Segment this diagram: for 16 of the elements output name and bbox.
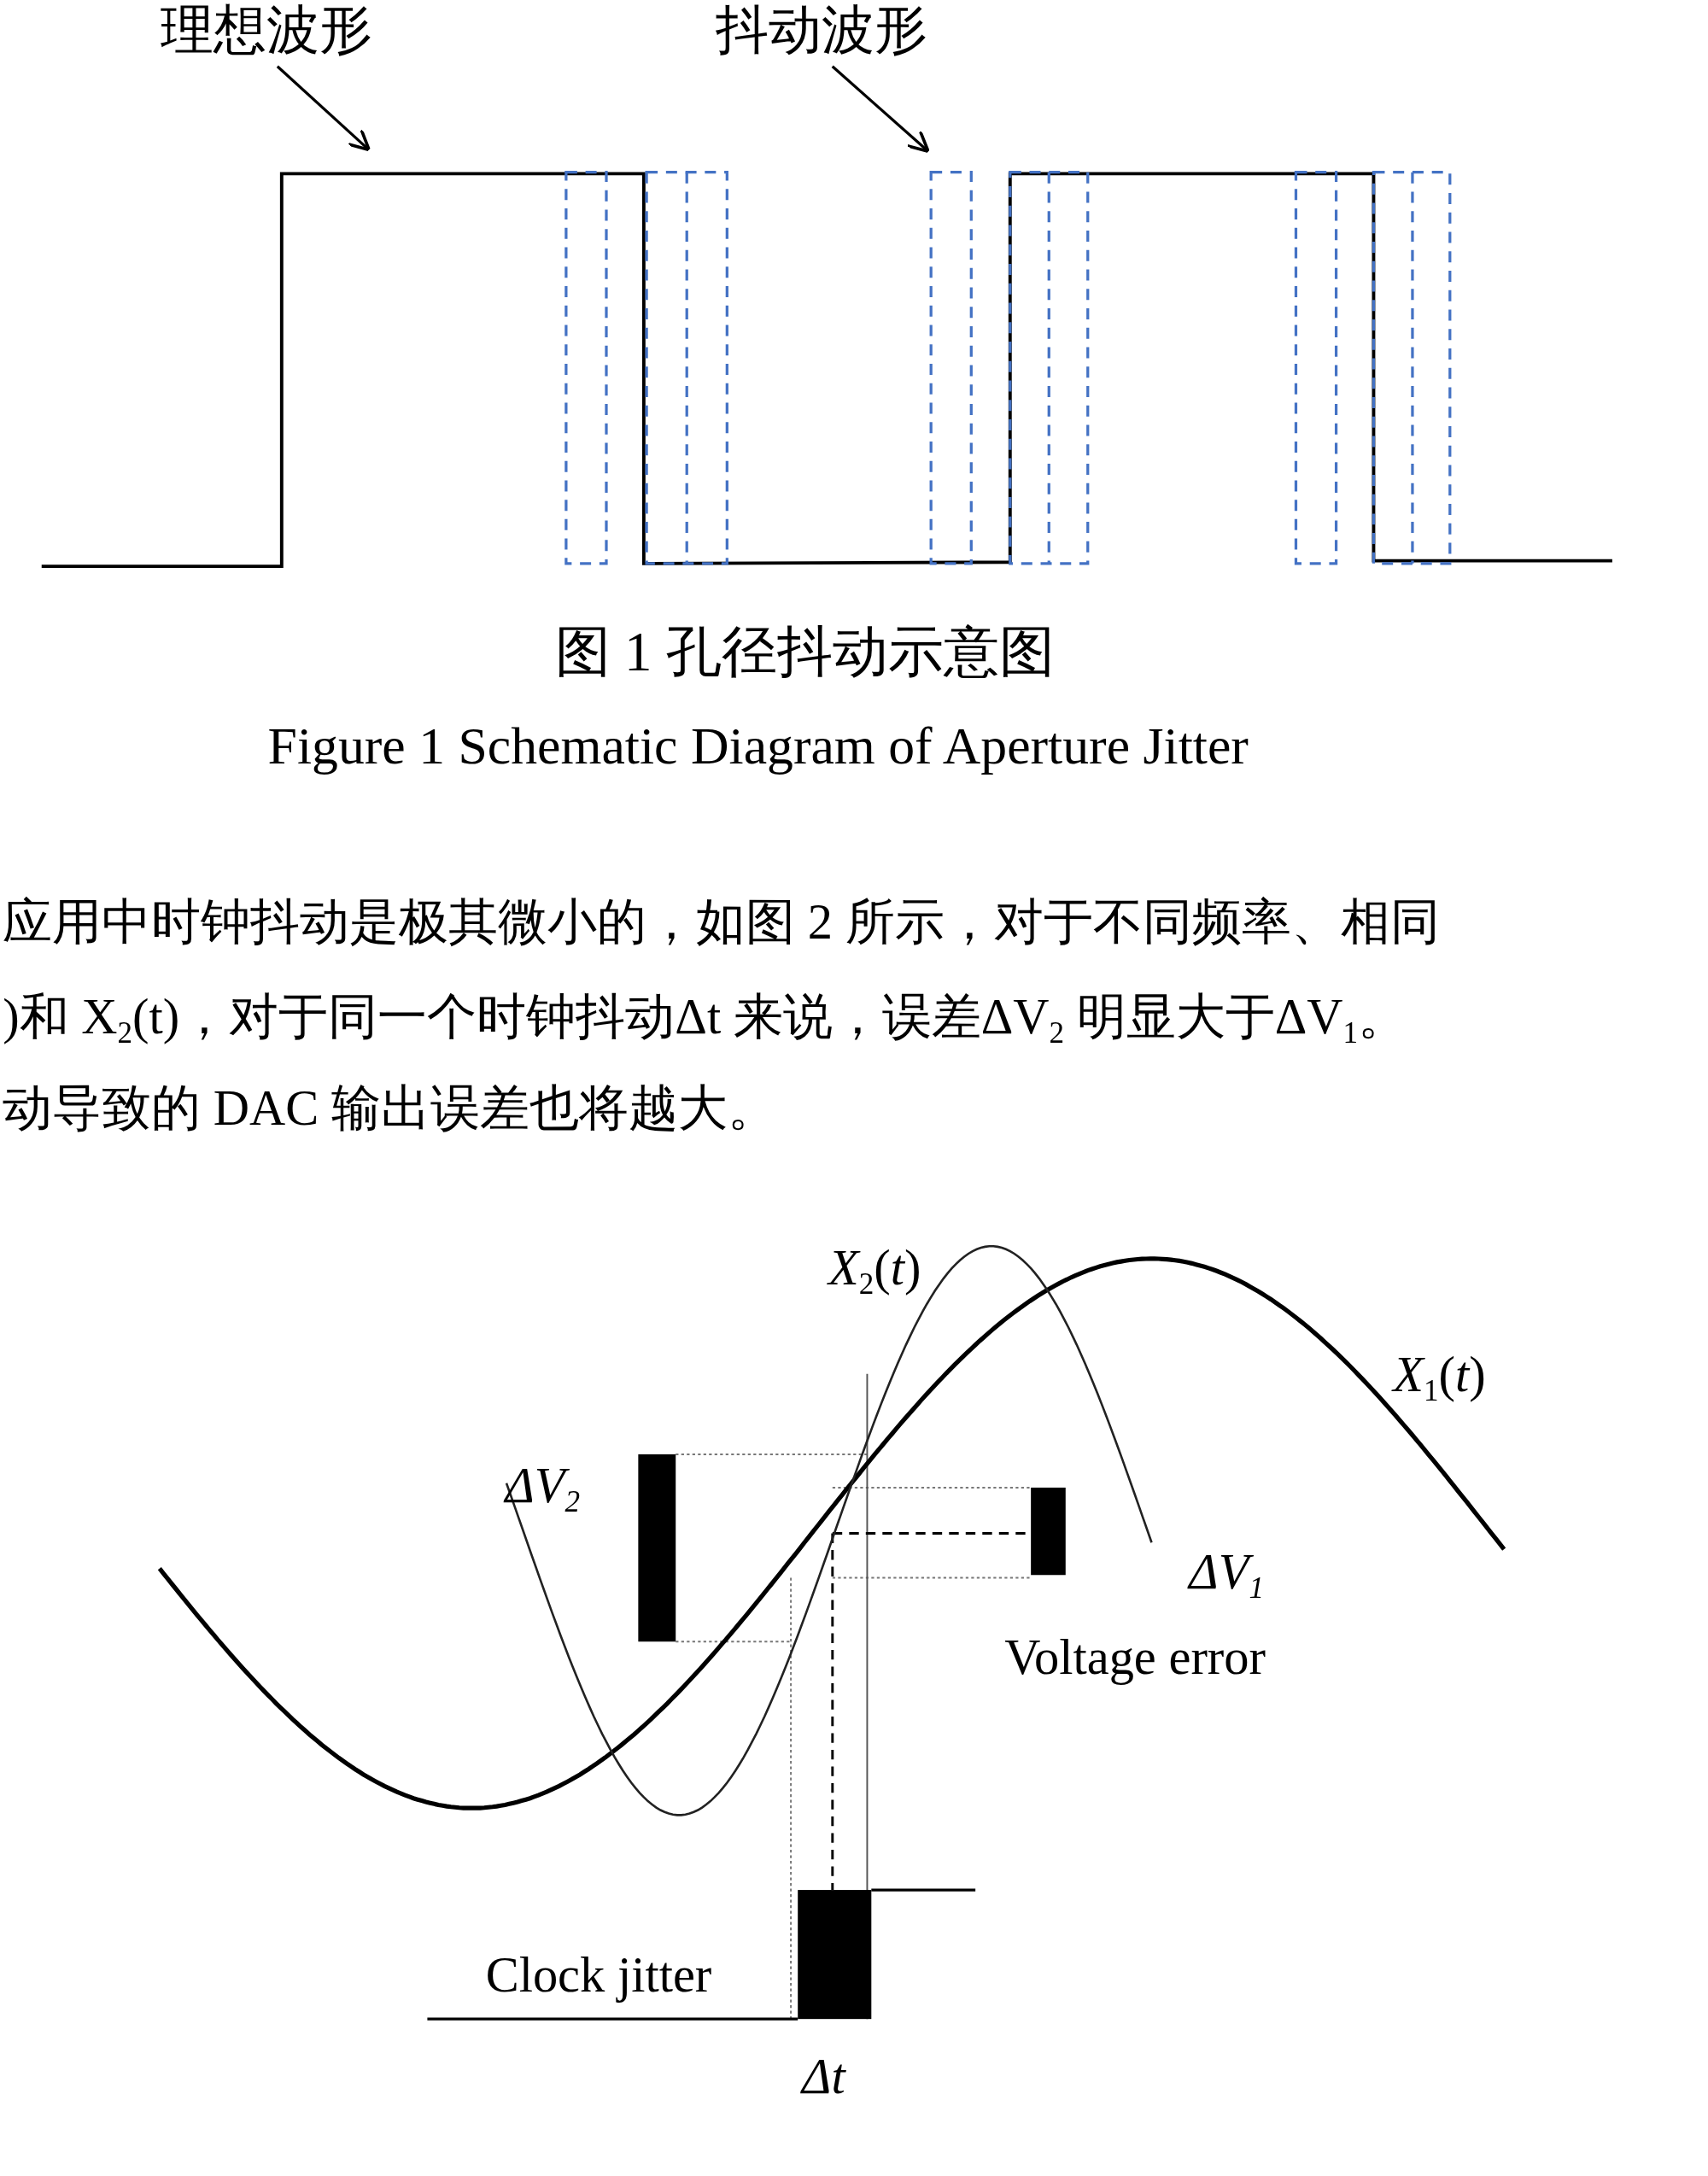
callout-label: 抖动波形 bbox=[716, 0, 928, 61]
figure-caption: Figure 1 Schematic Diagram of Aperture Jitter bbox=[267, 716, 1249, 777]
axis-label: Clock jitter bbox=[485, 1946, 712, 2004]
error-label: ΔV$_{1}$ bbox=[1189, 1542, 1264, 1606]
figure-caption: 图 1 孔径抖动示意图 bbox=[554, 620, 1055, 684]
curve-label: X$_{2}$(t) bbox=[828, 1238, 921, 1302]
paragraph-text: 动导致的 DAC 输出误差也将越大。 bbox=[3, 1079, 777, 1138]
axis-label: Voltage error bbox=[1004, 1629, 1266, 1687]
axis-label: Δt bbox=[802, 2048, 845, 2106]
paragraph-text: )和 X$_{2}$(t)，对于同一个时钟抖动Δt 来说，误差ΔV$_{2}$ 明显大于ΔV$_{1}$。 bbox=[3, 987, 1408, 1050]
leader-arrow bbox=[276, 65, 371, 152]
curve-label: X$_{1}$(t) bbox=[1393, 1345, 1486, 1408]
error-label: ΔV$_{2}$ bbox=[505, 1456, 580, 1519]
paragraph-text: 应用中时钟抖动是极其微小的，如图 2 所示，对于不同频率、相同 bbox=[3, 893, 1440, 951]
leader-arrow bbox=[831, 65, 930, 154]
callout-label: 理想波形 bbox=[161, 0, 373, 61]
